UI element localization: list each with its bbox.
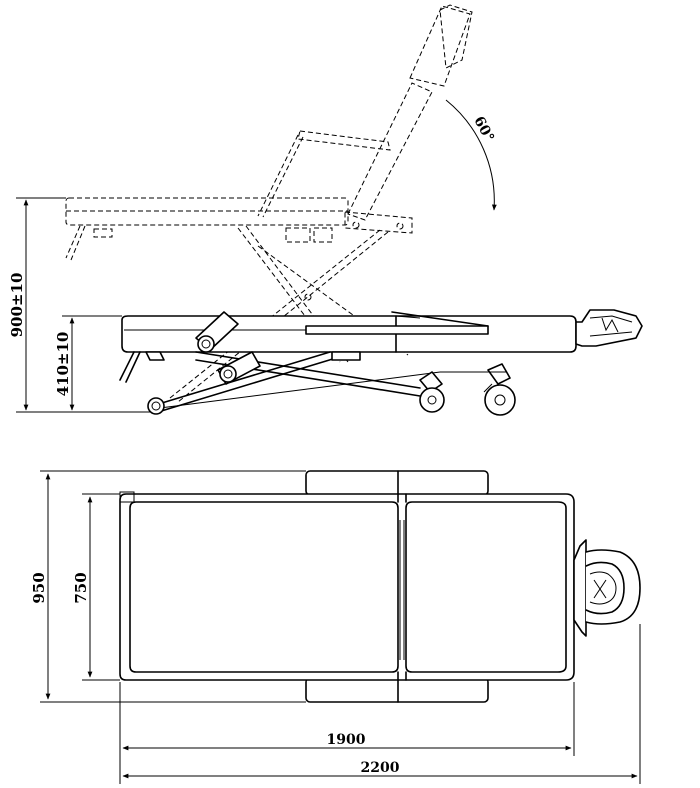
outer-frame	[119, 493, 575, 681]
dimension-width-total: 950	[30, 470, 306, 703]
head-support	[573, 539, 641, 637]
width-mattress-label: 750	[72, 572, 90, 603]
dimension-total-height: 900±10	[8, 197, 150, 413]
angle-arc	[445, 99, 497, 211]
dimension-lowered-height: 410±10	[54, 315, 122, 411]
lowered-height-label: 410±10	[54, 332, 72, 397]
lowered-position-outline	[119, 309, 643, 416]
side-view: 60°	[8, 4, 643, 416]
angle-label: 60°	[470, 114, 497, 145]
width-total-label: 950	[30, 572, 48, 603]
dimension-width-mattress: 750	[72, 493, 120, 681]
length-mattress-label: 1900	[327, 732, 366, 748]
dimension-length-mattress: 1900	[119, 682, 575, 784]
length-total-label: 2200	[361, 760, 400, 776]
total-height-label: 900±10	[8, 273, 26, 338]
mattress-section-back	[405, 501, 567, 673]
top-view: 950 750 1900 2200	[30, 470, 641, 784]
dimension-length-total: 2200	[122, 624, 641, 784]
arm-rests	[305, 470, 489, 703]
